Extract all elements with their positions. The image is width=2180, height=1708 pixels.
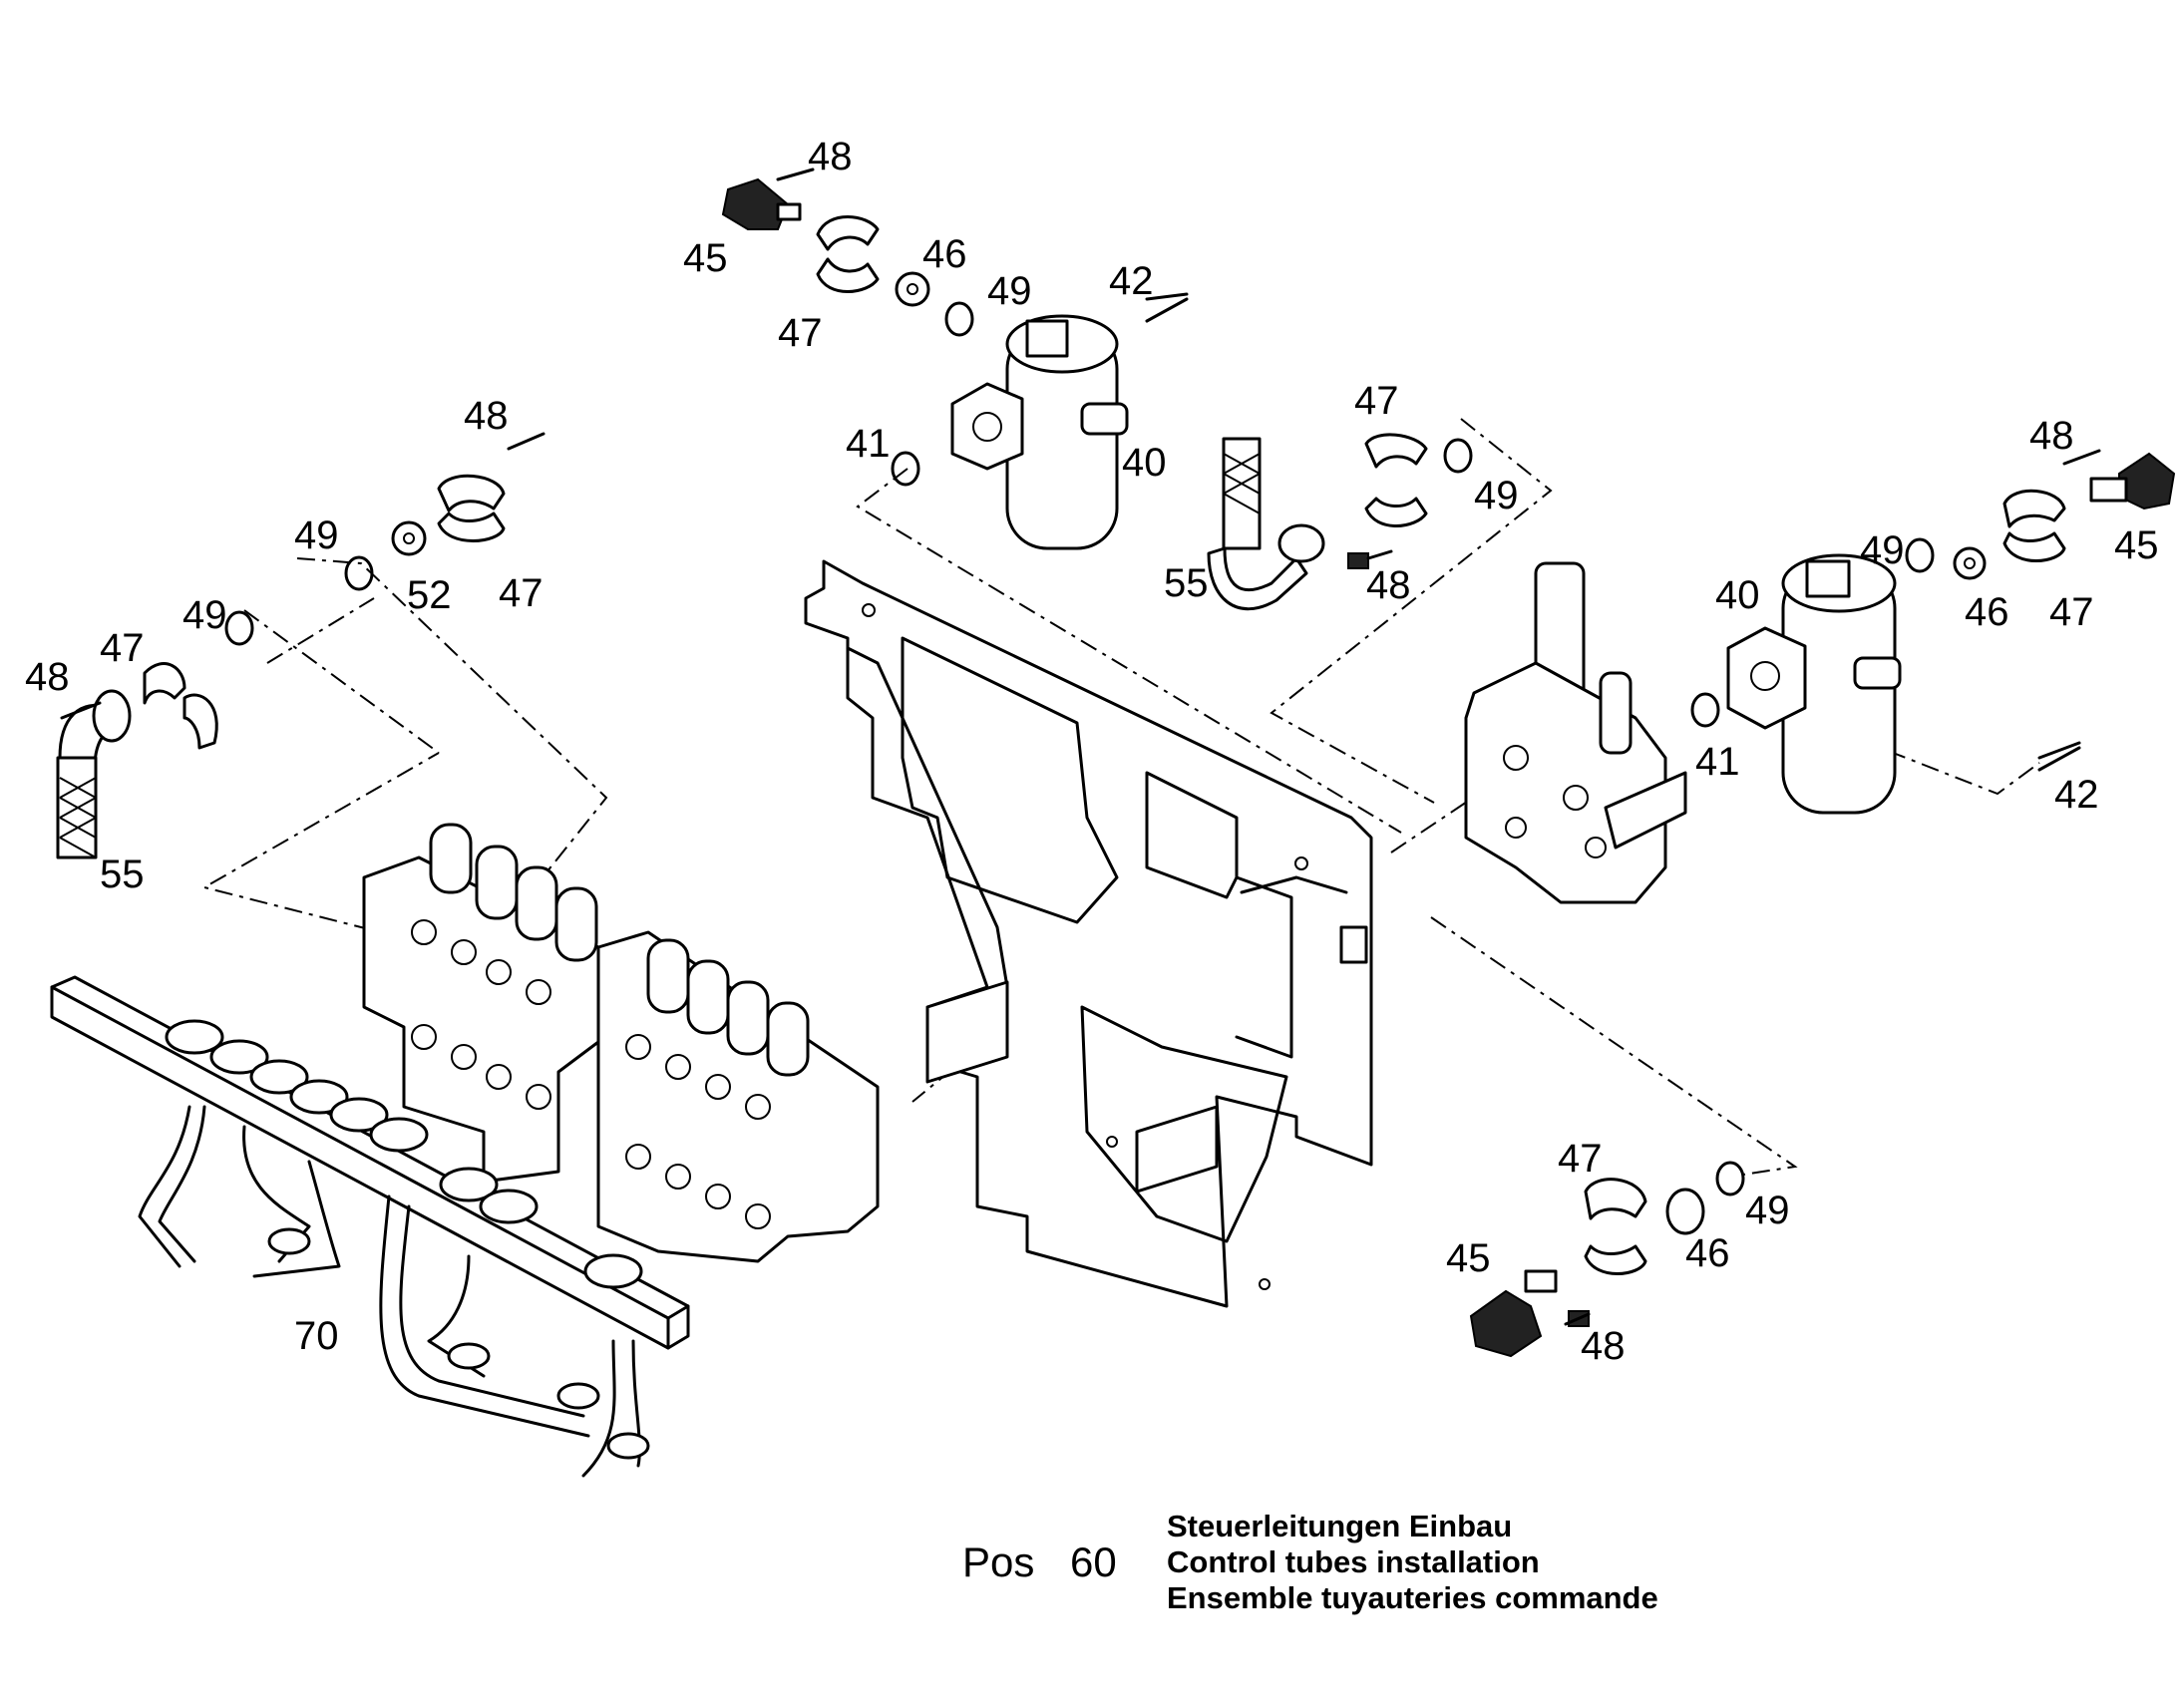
callout-40: 40 <box>1122 441 1167 485</box>
right-valve-block <box>1464 561 1687 904</box>
callout-47: 47 <box>1558 1137 1603 1181</box>
callout-49: 49 <box>1860 528 1905 572</box>
title-german: Steuerleitungen Einbau <box>1167 1509 1513 1543</box>
hardware <box>60 168 2176 1358</box>
callout-47: 47 <box>1354 379 1399 423</box>
solenoid-coils <box>429 823 810 1077</box>
callout-49: 49 <box>987 269 1032 313</box>
callout-46: 46 <box>1965 590 2009 634</box>
callout-40: 40 <box>1715 573 1760 617</box>
callout-52: 52 <box>407 573 452 617</box>
callout-49: 49 <box>1474 474 1519 517</box>
filter-lower-right <box>1726 553 1902 815</box>
callout-46: 46 <box>922 232 967 276</box>
title-english: Control tubes installation <box>1167 1544 1540 1579</box>
callout-46: 46 <box>1685 1231 1730 1275</box>
callout-45: 45 <box>2114 523 2159 567</box>
hose-right <box>1207 437 1325 611</box>
callout-48: 48 <box>1366 563 1411 607</box>
callout-labels: 48 45 46 49 47 42 41 40 48 49 52 47 48 4… <box>25 135 2159 1368</box>
callout-42: 42 <box>1109 259 1154 303</box>
callout-42: 42 <box>2054 773 2099 817</box>
support-frame <box>804 559 1373 1308</box>
pos-number: 60 <box>1070 1538 1117 1585</box>
port-flanges <box>411 919 771 1229</box>
callout-41: 41 <box>846 422 891 466</box>
callout-47: 47 <box>2049 590 2094 634</box>
callout-47: 47 <box>100 626 145 670</box>
tube-rail-assembly <box>50 975 690 1478</box>
callout-45: 45 <box>683 236 728 280</box>
callout-48: 48 <box>464 394 509 438</box>
callout-55: 55 <box>100 853 145 896</box>
pos-label: Pos <box>962 1538 1035 1585</box>
callout-70: 70 <box>294 1314 339 1358</box>
callout-41: 41 <box>1695 740 1740 784</box>
callout-48: 48 <box>25 655 70 699</box>
callout-47: 47 <box>499 571 544 615</box>
filter-upper <box>950 314 1129 550</box>
callout-48: 48 <box>1581 1324 1626 1368</box>
callout-49: 49 <box>1745 1189 1790 1232</box>
bent-tubes <box>138 1105 650 1478</box>
hose-left <box>56 689 132 859</box>
callout-45: 45 <box>1446 1236 1491 1280</box>
title-french: Ensemble tuyauteries commande <box>1167 1580 1658 1615</box>
callout-49: 49 <box>294 513 339 557</box>
left-valve-bank <box>362 823 880 1263</box>
callout-48: 48 <box>808 135 853 178</box>
callout-48: 48 <box>2029 414 2074 458</box>
callout-55: 55 <box>1164 561 1209 605</box>
callout-49: 49 <box>182 593 227 637</box>
rail-flanges <box>165 1019 643 1289</box>
callout-47: 47 <box>778 311 823 355</box>
